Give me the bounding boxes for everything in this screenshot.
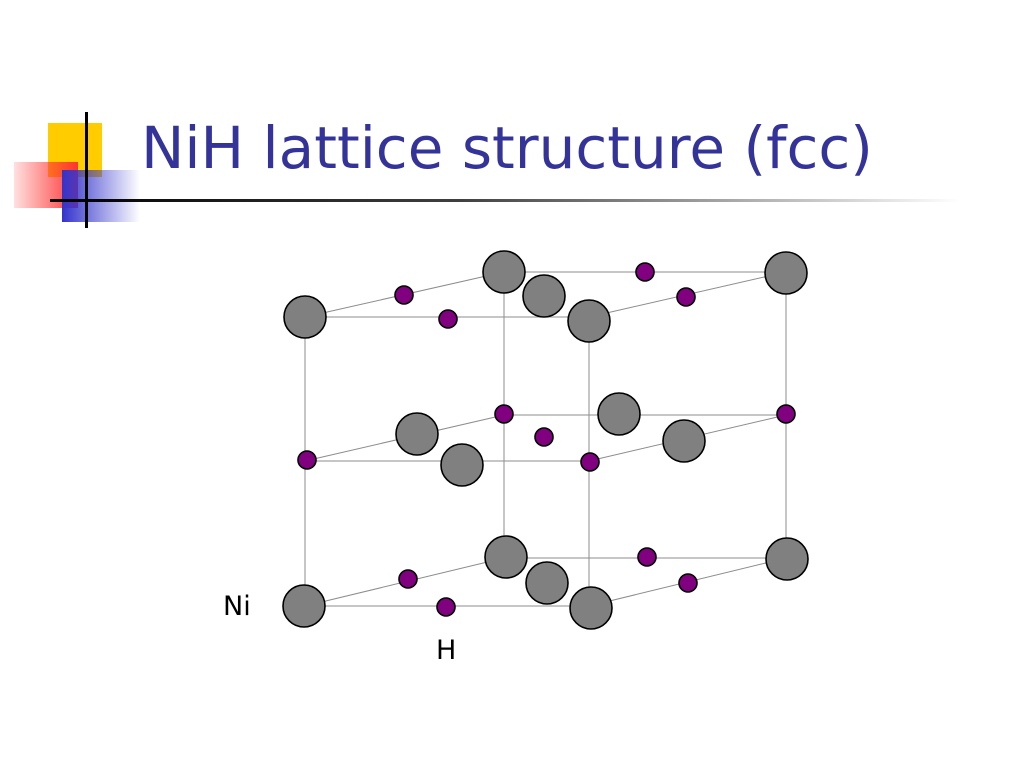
ni-atom: [283, 295, 327, 339]
h-atom: [580, 452, 600, 472]
ni-atom: [484, 535, 528, 579]
h-atom: [635, 262, 655, 282]
ni-atom: [597, 392, 641, 436]
h-atom: [436, 597, 456, 617]
h-atom: [494, 404, 514, 424]
ni-atom: [764, 251, 808, 295]
h-atom: [398, 569, 418, 589]
h-atom: [438, 309, 458, 329]
ni-atom: [395, 412, 439, 456]
h-label: H: [436, 635, 457, 666]
h-atom: [676, 287, 696, 307]
h-atom: [678, 573, 698, 593]
ni-atom: [482, 250, 526, 294]
h-atom: [297, 450, 317, 470]
h-atom: [534, 427, 554, 447]
title-underline: [50, 199, 960, 202]
h-atom: [776, 404, 796, 424]
h-atom: [637, 547, 657, 567]
ni-atom: [569, 586, 613, 630]
slide-title: NiH lattice structure (fcc): [141, 114, 873, 182]
ni-atom: [765, 537, 809, 581]
ni-label: Ni: [223, 591, 251, 622]
ni-atom: [525, 561, 569, 605]
ni-atom: [662, 419, 706, 463]
h-atom: [394, 285, 414, 305]
ni-atom: [567, 299, 611, 343]
blue-square: [62, 170, 140, 222]
ni-atom: [440, 443, 484, 487]
ni-atom: [522, 274, 566, 318]
ni-atom: [282, 584, 326, 628]
title-decoration: [14, 112, 960, 228]
decor-vertical-line: [85, 112, 88, 228]
